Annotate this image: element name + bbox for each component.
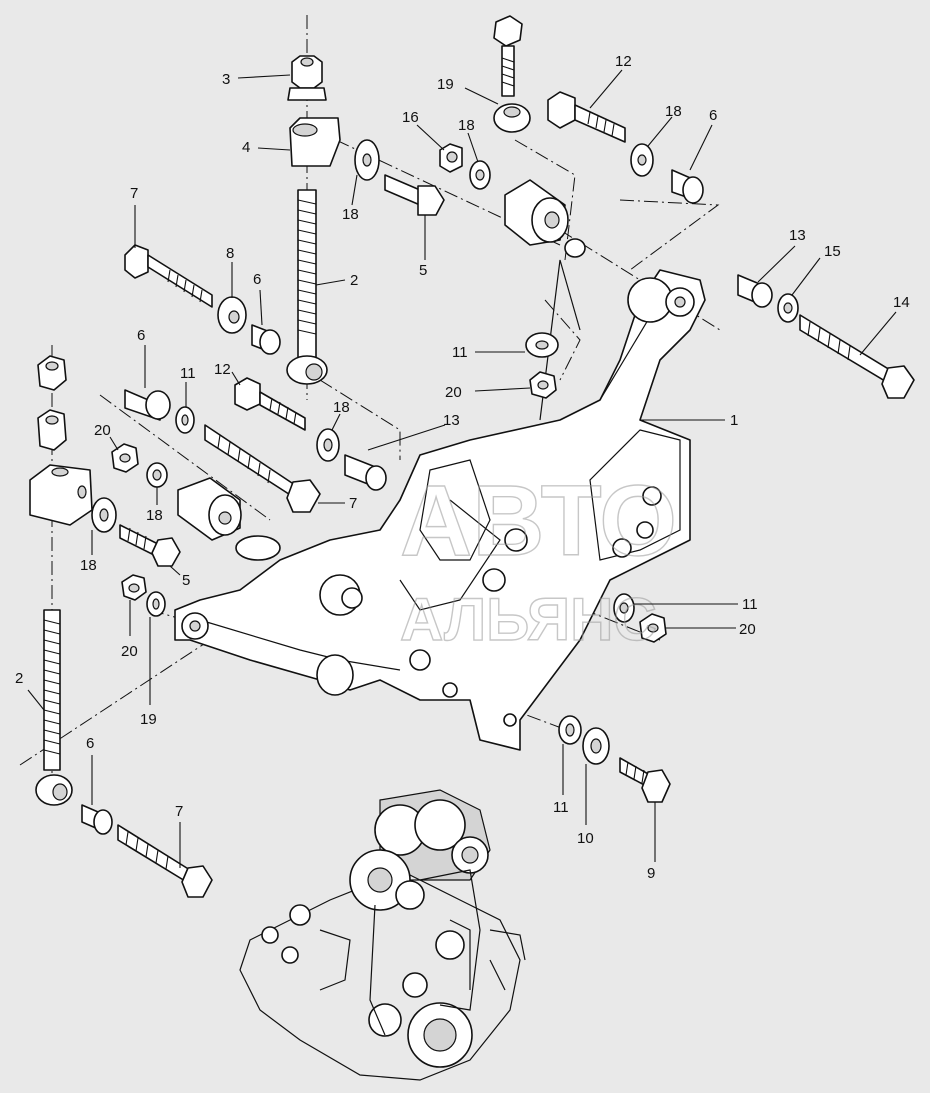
washer-18-left — [146, 462, 168, 488]
callout-14: 14 — [893, 294, 910, 311]
bolt-7-lower — [117, 824, 213, 898]
bolt-7-mid — [204, 424, 321, 513]
callout-13-mid: 13 — [443, 412, 460, 429]
threaded-rod-2-lower — [35, 609, 73, 806]
callout-18-top: 18 — [342, 206, 359, 223]
sleeve-13-right — [737, 274, 773, 308]
block-left — [29, 464, 93, 526]
callout-7-upper: 7 — [130, 185, 138, 202]
bolt-12-mid — [234, 377, 306, 431]
callout-20-right: 20 — [739, 621, 756, 638]
bushing-upper — [504, 179, 569, 246]
nut-16 — [439, 143, 463, 173]
callout-6-upper-right: 6 — [709, 107, 717, 124]
callout-4: 4 — [242, 139, 250, 156]
callout-12-upper: 12 — [615, 53, 632, 70]
callout-11-right: 11 — [742, 596, 758, 613]
callout-6-upper: 6 — [253, 271, 261, 288]
callout-18-mid: 18 — [333, 399, 350, 416]
watermark-line1: АВТО — [400, 465, 677, 577]
threaded-rod-2-upper — [286, 189, 328, 385]
callouts: 1 2 2 3 4 5 5 6 6 6 6 7 7 7 8 — [15, 53, 910, 882]
sleeve-6-upper — [251, 324, 281, 355]
nut-20-left — [111, 443, 139, 473]
washer-18-upper-right — [630, 143, 654, 177]
washer-18-top — [354, 139, 380, 181]
block-4 — [289, 117, 341, 167]
callout-20-left: 20 — [94, 422, 111, 439]
callout-18-left-low: 18 — [80, 557, 97, 574]
washer-18-mid — [316, 428, 340, 462]
washer-11-mid-left — [175, 406, 195, 434]
callout-18-left: 18 — [146, 507, 163, 524]
callout-19-top: 19 — [437, 76, 454, 93]
washer-10 — [582, 727, 610, 765]
washer-11-lower-right — [558, 715, 582, 745]
sleeve-6-upper-right — [671, 169, 704, 204]
watermark: АВТО АЛЬЯНС — [399, 464, 677, 653]
washer-19-lower-left — [146, 591, 166, 617]
callout-6-lower: 6 — [86, 735, 94, 752]
callout-7-mid: 7 — [349, 495, 357, 512]
callout-13-right: 13 — [789, 227, 806, 244]
callout-11-lower: 11 — [553, 799, 569, 816]
callout-11-mid-left: 11 — [180, 365, 196, 382]
callout-5-upper: 5 — [419, 262, 427, 279]
callout-15: 15 — [824, 243, 841, 260]
callout-9: 9 — [647, 865, 655, 882]
callout-20-mid: 20 — [445, 384, 462, 401]
nut-20-lower-left — [121, 574, 147, 601]
washer-18-upper-mid — [469, 160, 491, 190]
nut-20-right — [639, 613, 667, 643]
callout-10: 10 — [577, 830, 594, 847]
callout-19-lower: 19 — [140, 711, 157, 728]
washer-8 — [217, 296, 247, 334]
callout-18-upper-right: 18 — [665, 103, 682, 120]
washer-11-mid — [525, 332, 559, 358]
callout-5-lower: 5 — [182, 572, 190, 589]
bolt-5-left — [119, 524, 181, 567]
engine-location-inset — [239, 789, 526, 1081]
callout-12-mid: 12 — [214, 361, 231, 378]
callout-6-mid: 6 — [137, 327, 145, 344]
callout-11-mid: 11 — [452, 344, 468, 361]
callout-7-lower: 7 — [175, 803, 183, 820]
callout-3: 3 — [222, 71, 230, 88]
sleeve-13-mid — [344, 454, 387, 491]
washer-11-right — [613, 593, 635, 623]
sleeve-6-mid — [124, 389, 171, 421]
nut-3 — [287, 55, 327, 101]
callout-20-lower-left: 20 — [121, 643, 138, 660]
bolt-14 — [799, 314, 915, 399]
washer-18-left-low — [91, 497, 117, 533]
callout-2-upper: 2 — [350, 272, 358, 289]
sleeve-6-lower — [81, 804, 113, 835]
bolt-7-left — [124, 244, 213, 308]
nut-20-mid — [529, 371, 557, 399]
bolt-12-upper — [547, 91, 626, 143]
callout-16: 16 — [402, 109, 419, 126]
watermark-line2: АЛЬЯНС — [400, 586, 657, 653]
bolt-19-top — [493, 15, 531, 133]
washer-15 — [777, 293, 799, 323]
mounting-bracket — [174, 238, 706, 751]
callout-2-lower: 2 — [15, 670, 23, 687]
bolt-9 — [619, 757, 671, 803]
nut-stack-left — [37, 355, 67, 451]
bushing-mid — [177, 477, 242, 541]
bolt-5-top — [384, 174, 445, 216]
callout-8: 8 — [226, 245, 234, 262]
callout-18-upper-mid: 18 — [458, 117, 475, 134]
callout-1: 1 — [730, 412, 738, 429]
